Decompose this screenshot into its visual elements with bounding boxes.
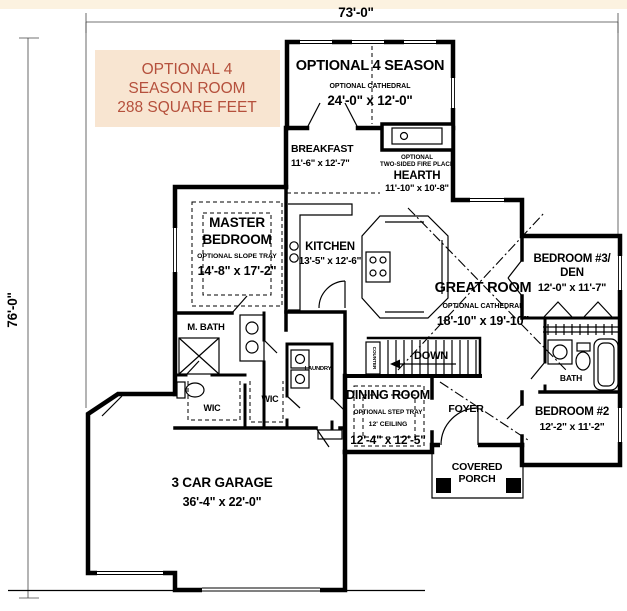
closet-rod — [543, 324, 618, 335]
hearth-dims: 11'-10" x 10'-8" — [385, 183, 449, 194]
four-season-note: OPTIONAL CATHEDRAL — [329, 83, 411, 90]
foyer-name: FOYER — [448, 403, 484, 415]
height-dimension-label: 76'-0" — [5, 292, 20, 327]
bath-name: BATH — [560, 373, 582, 383]
wic-shelf-dashed — [249, 381, 284, 423]
dimension-lines: 73'-0" 76'-0" — [5, 5, 619, 599]
window — [616, 408, 624, 442]
master-note: OPTIONAL SLOPE TRAY — [197, 253, 277, 260]
top-cream-band — [0, 0, 627, 9]
great-room-dims: 18'-10" x 19'-10" — [437, 314, 530, 328]
covered-porch-outline — [431, 445, 524, 499]
room-labels: OPTIONAL 4 SEASON OPTIONAL CATHEDRAL 24'… — [171, 58, 611, 509]
master-name-1: MASTER — [209, 215, 265, 230]
kitchen-island — [361, 215, 449, 319]
optional-season-room-note: OPTIONAL 4 SEASON ROOM 288 SQUARE FEET — [95, 50, 280, 127]
breakfast-dims: 11'-6" x 12'-7" — [291, 158, 350, 169]
double-door — [306, 102, 359, 129]
window — [352, 38, 384, 46]
breakfast-name: BREAKFAST — [291, 143, 354, 155]
porch-name-2: PORCH — [459, 473, 496, 485]
kitchen-dims: 13'-5" x 12'-6" — [299, 256, 362, 267]
dining-dims: 12'-4" x 12'-5" — [350, 433, 425, 447]
wic1-name: WIC — [204, 403, 222, 413]
fireplace-note-1: OPTIONAL — [401, 154, 433, 161]
note-line-3: 288 SQUARE FEET — [117, 99, 257, 116]
window — [171, 228, 179, 272]
fixtures — [8, 46, 619, 592]
fireplace-note-2: TWO-SIDED FIRE PLACE — [380, 161, 454, 168]
bathtub — [593, 338, 619, 391]
great-room-name: GREAT ROOM — [435, 280, 532, 296]
down-arrow — [390, 359, 400, 369]
toilet — [176, 381, 205, 399]
bedroom3-name-1: BEDROOM #3/ — [533, 253, 611, 265]
laundry-name: LAUNDRY — [305, 366, 332, 372]
wic2-name: WIC — [262, 394, 280, 404]
bedroom2-name: BEDROOM #2 — [535, 406, 609, 418]
note-box-background — [95, 50, 280, 127]
window — [300, 38, 332, 46]
garage-dims: 36'-4" x 22'-0" — [183, 495, 262, 509]
dining-note-2: 12' CEILING — [369, 421, 408, 428]
hearth-name: HEARTH — [394, 170, 441, 182]
stairs-down-label: DOWN — [414, 350, 448, 362]
dining-step-tray — [353, 385, 425, 447]
front-door-opening — [440, 441, 478, 449]
garage-step — [317, 429, 343, 440]
bifold-doors — [542, 301, 614, 319]
master-name-2: BEDROOM — [202, 232, 271, 247]
washer-dryer — [290, 349, 310, 389]
width-dimension-label: 73'-0" — [338, 5, 373, 20]
wic-shelf-dashed — [187, 381, 241, 421]
note-line-1: OPTIONAL 4 — [142, 61, 233, 78]
garage-name: 3 CAR GARAGE — [171, 475, 272, 490]
double-vanity — [239, 314, 265, 362]
door-swings — [101, 259, 546, 448]
bath-vanity — [547, 339, 573, 365]
cathedral-ceiling-lines — [397, 207, 567, 441]
four-season-dims: 24'-0" x 12'-0" — [327, 93, 412, 108]
window — [616, 256, 624, 290]
porch-column — [436, 478, 451, 493]
window — [404, 38, 436, 46]
dining-name: DINING ROOM — [346, 388, 430, 402]
window — [449, 78, 457, 108]
stairs-counter-label: COUNTER — [372, 347, 377, 370]
master-dims: 14'-8" x 17'-2" — [198, 264, 277, 278]
bath-toilet — [575, 342, 591, 371]
staircase — [365, 340, 477, 375]
four-season-name: OPTIONAL 4 SEASON — [296, 58, 445, 74]
shower — [178, 337, 220, 375]
kitchen-counter — [288, 203, 353, 311]
master-slope-tray — [191, 201, 283, 307]
master-bath-name: M. BATH — [187, 322, 225, 333]
bedroom3-dims: 12'-0" x 11'-7" — [538, 282, 606, 294]
porch-column — [506, 478, 521, 493]
bedroom3-name-2: DEN — [560, 267, 584, 279]
note-line-2: SEASON ROOM — [128, 80, 245, 97]
garage-door — [202, 586, 320, 594]
windows — [97, 38, 624, 594]
kitchen-name: KITCHEN — [305, 241, 355, 253]
porch-name-1: COVERED — [452, 461, 503, 473]
window — [97, 569, 163, 577]
bedroom2-dims: 12'-2" x 11'-2" — [539, 421, 604, 433]
fireplace — [391, 127, 443, 145]
window — [470, 196, 504, 204]
great-room-note: OPTIONAL CATHEDRAL — [442, 303, 524, 310]
dining-note-1: OPTIONAL STEP TRAY — [354, 409, 424, 416]
